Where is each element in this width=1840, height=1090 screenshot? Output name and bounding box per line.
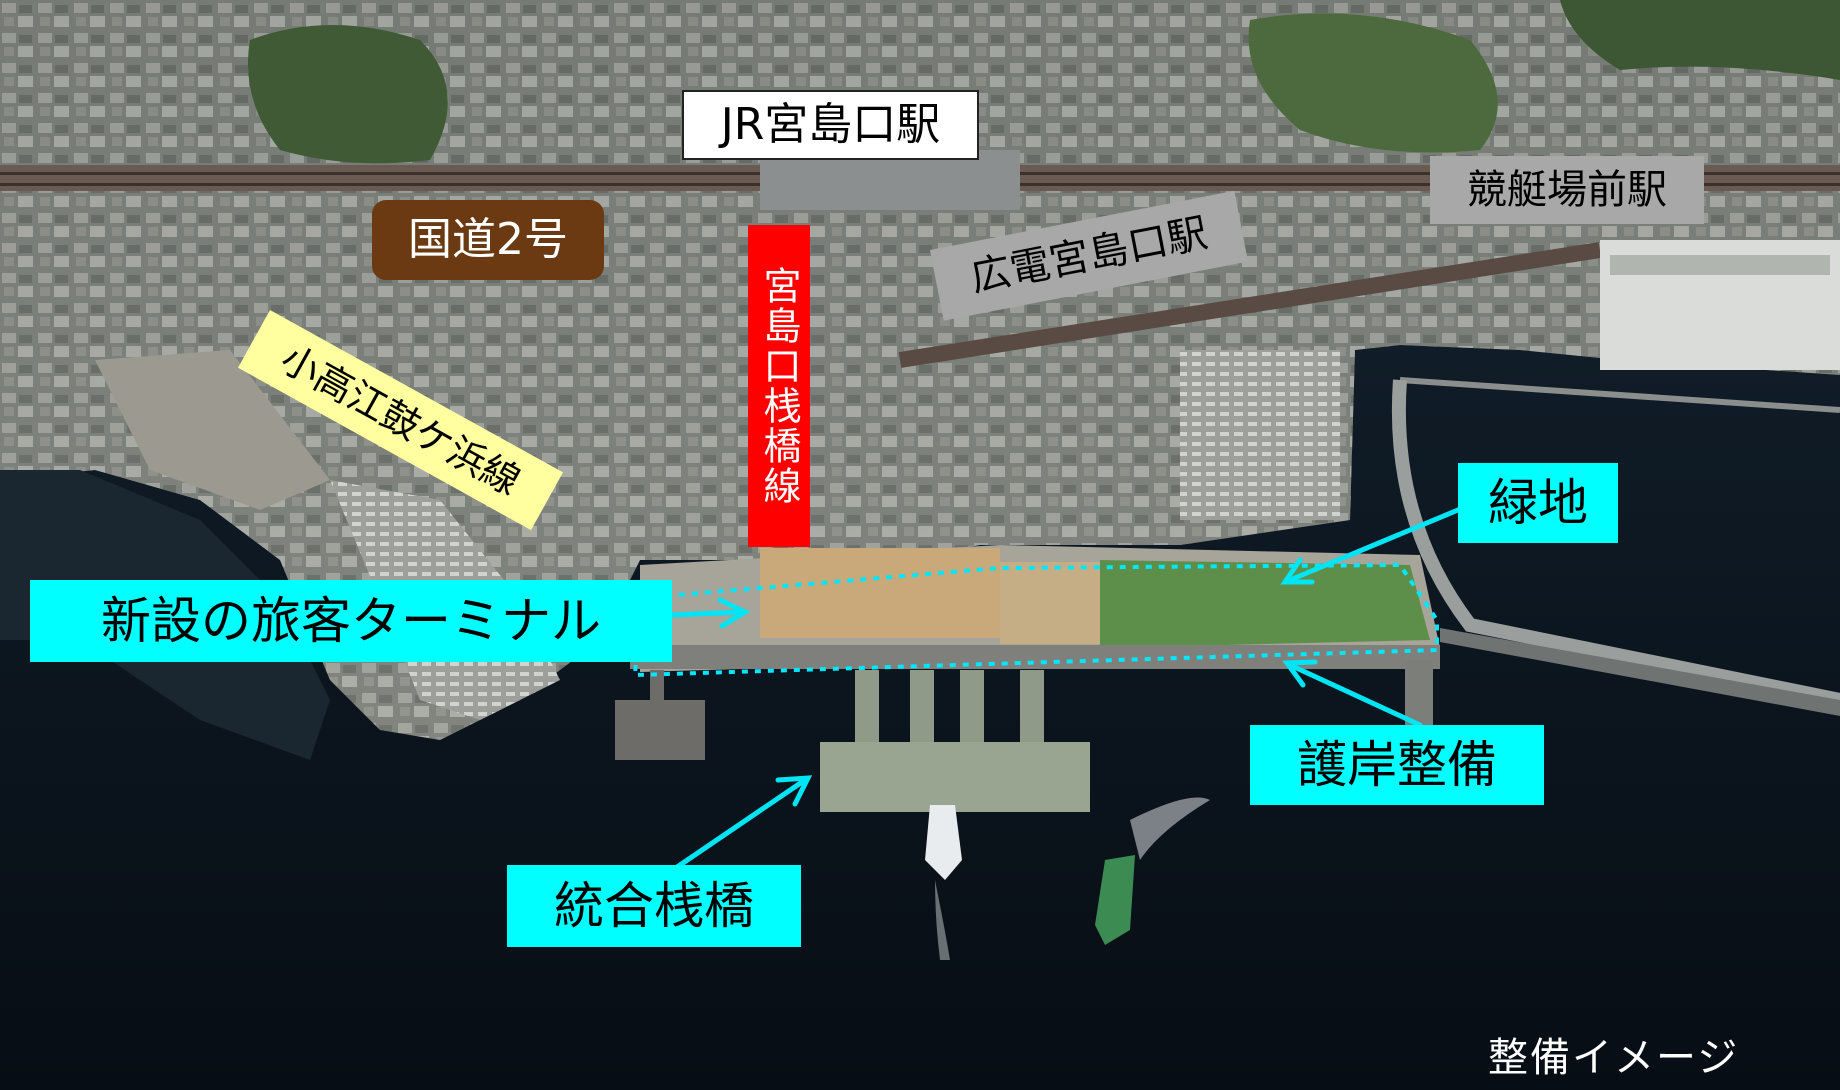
tram-tracks <box>898 242 1602 368</box>
car-park-right <box>1180 350 1340 520</box>
seawall-label: 護岸整備 <box>1250 725 1544 805</box>
pier-bridge <box>855 670 879 745</box>
arrowhead <box>1282 659 1318 688</box>
kyoteijo-station-label: 競艇場前駅 <box>1430 156 1704 224</box>
arrow-seawall <box>1287 662 1423 728</box>
green-lawn <box>1100 560 1430 648</box>
callout-arrows <box>655 502 1473 883</box>
hill-far-right <box>1560 0 1840 80</box>
green-area-label: 緑地 <box>1458 463 1618 543</box>
terminal-label: 新設の旅客ターミナル <box>30 580 672 662</box>
ferry-boat <box>925 805 962 880</box>
boat-wake <box>935 880 950 960</box>
pier-bridge <box>650 670 664 700</box>
route2-label: 国道2号 <box>372 200 604 280</box>
pier-label: 統合桟橋 <box>507 865 801 947</box>
small-pier <box>615 700 705 760</box>
arrow-green-area <box>1287 502 1473 583</box>
boat-wake <box>1130 797 1210 860</box>
pier-bridge <box>1020 670 1044 745</box>
hill-right <box>1248 13 1498 153</box>
arrow-pier <box>655 777 808 883</box>
arrowhead <box>775 775 813 807</box>
arrowhead <box>717 597 751 629</box>
pier-bridge <box>960 670 984 745</box>
seawall-promenade <box>630 645 1440 669</box>
seawall-right <box>1440 628 1840 716</box>
harbour-spit <box>95 350 330 510</box>
image-caption: 整備イメージ <box>1488 1035 1740 1081</box>
right-jetty <box>1405 660 1433 725</box>
arrow-terminal <box>669 609 745 618</box>
breakwater <box>1399 377 1840 413</box>
jr-station-label: JR宮島口駅 <box>682 90 979 160</box>
ferry-building-roof <box>1610 255 1830 275</box>
hill-left <box>248 25 448 164</box>
new-terminal-roof <box>760 548 1000 638</box>
pier-bridge <box>910 670 934 745</box>
arrowhead <box>1280 557 1315 585</box>
plaza <box>1000 562 1100 644</box>
ferry-boat-green <box>1095 855 1135 945</box>
sanbashi-line-label: 宮島口桟橋線 <box>748 225 810 547</box>
breakwater-curved <box>1391 379 1840 707</box>
integrated-pier <box>820 742 1090 812</box>
station-building <box>760 150 1020 210</box>
